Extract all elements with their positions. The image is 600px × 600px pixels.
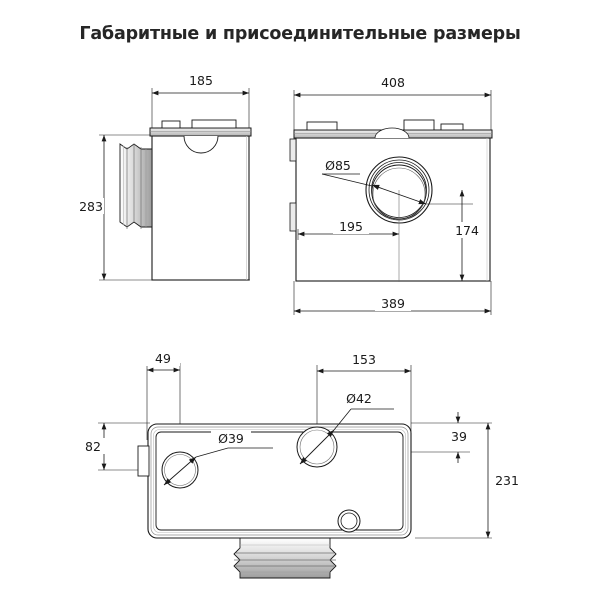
dim-d42: Ø42 bbox=[333, 390, 394, 431]
side-view: 185 283 bbox=[78, 72, 252, 281]
front-view-lid-boss-1 bbox=[306, 121, 338, 131]
dim-label-d85: Ø85 bbox=[325, 158, 351, 173]
side-view-lid-boss-right bbox=[191, 119, 237, 129]
dim-label-d39: Ø39 bbox=[218, 431, 244, 446]
front-view-lid-boss-3 bbox=[440, 123, 464, 131]
top-view-left-tab bbox=[137, 445, 150, 477]
dim-label-153: 153 bbox=[352, 352, 376, 367]
dim-153: 153 bbox=[317, 351, 411, 374]
dim-label-174: 174 bbox=[455, 223, 479, 238]
dim-label-408: 408 bbox=[381, 75, 405, 90]
dim-label-d42: Ø42 bbox=[346, 391, 372, 406]
top-view: 49 153 82 39 bbox=[80, 350, 524, 579]
dim-82: 82 bbox=[80, 423, 107, 470]
dim-label-389: 389 bbox=[381, 296, 405, 311]
top-view-body: Ø39 Ø42 bbox=[137, 390, 412, 539]
dim-185: 185 bbox=[152, 72, 249, 96]
side-view-body bbox=[149, 119, 252, 281]
page-title: Габаритные и присоединительные размеры bbox=[79, 24, 521, 44]
dim-195: 195 bbox=[297, 218, 399, 240]
dim-49: 49 bbox=[146, 350, 180, 373]
dim-389: 389 bbox=[294, 295, 491, 314]
dim-408: 408 bbox=[294, 73, 491, 98]
dim-label-185: 185 bbox=[189, 73, 213, 88]
dim-label-82: 82 bbox=[85, 439, 101, 454]
dim-d85: Ø85 bbox=[318, 157, 427, 205]
front-view-left-tab-lower bbox=[289, 202, 297, 232]
top-view-inlet-rear bbox=[296, 426, 338, 468]
front-view-lid-boss-2 bbox=[403, 119, 435, 131]
front-view-top-arc bbox=[374, 127, 410, 139]
dim-label-39: 39 bbox=[451, 429, 467, 444]
dim-231: 231 bbox=[485, 423, 524, 538]
dim-174: 174 bbox=[426, 190, 485, 281]
dim-label-49: 49 bbox=[155, 351, 171, 366]
front-view: 408 389 bbox=[289, 73, 493, 315]
top-view-inlet-side bbox=[161, 451, 199, 489]
dim-label-283: 283 bbox=[79, 199, 103, 214]
top-view-small-boss bbox=[337, 509, 361, 533]
dim-283: 283 bbox=[78, 135, 107, 280]
dim-label-195: 195 bbox=[339, 219, 363, 234]
top-view-bellows bbox=[233, 537, 337, 579]
side-view-notch bbox=[183, 135, 219, 154]
dim-39: 39 bbox=[446, 412, 472, 463]
side-view-bellows bbox=[119, 143, 153, 229]
side-view-lid-boss-left bbox=[161, 120, 181, 129]
dim-label-231: 231 bbox=[495, 473, 519, 488]
dim-d39: Ø39 bbox=[195, 430, 273, 458]
front-view-left-tab-upper bbox=[289, 138, 297, 162]
